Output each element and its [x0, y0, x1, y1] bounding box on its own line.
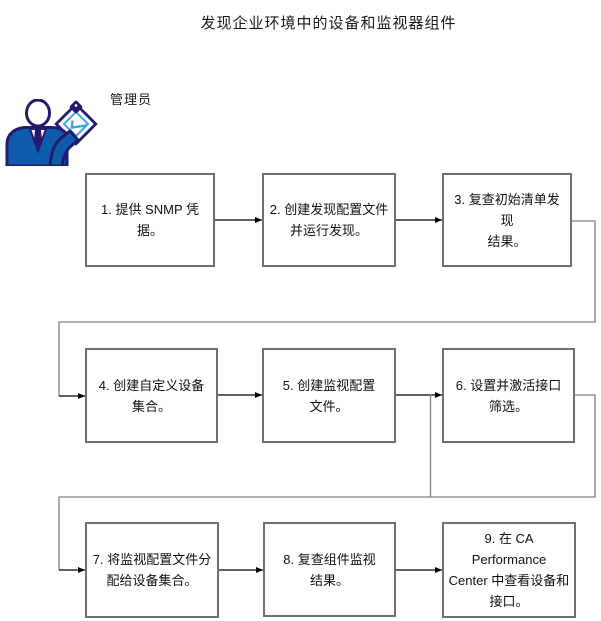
connector-step6-to-step7 — [58, 394, 596, 570]
step-text-line: 配给设备集合。 — [106, 573, 198, 588]
step-6-text: 6. 设置并激活接口 筛选。 — [452, 375, 565, 417]
step-text-line: 4. 创建自定义设备 — [98, 377, 205, 393]
step-box-2: 2. 创建发现配置文件 并运行发现。 — [262, 173, 396, 267]
step-box-1: 1. 提供 SNMP 凭据。 — [85, 173, 215, 267]
admin-with-clipboard-icon — [5, 99, 98, 166]
step-text-line: 并运行发现。 — [289, 223, 368, 238]
step-3-text: 3. 复查初始清单发现 结果。 — [444, 189, 570, 252]
actor-label: 管理员 — [110, 92, 153, 107]
step-1-text: 1. 提供 SNMP 凭据。 — [87, 199, 213, 241]
step-text-line: 结果。 — [309, 572, 349, 588]
step-text-line: 筛选。 — [488, 398, 528, 414]
step-text-line: Center 中查看设备和 — [448, 573, 570, 588]
step-box-9: 9. 在 CA Performance Center 中查看设备和 接口。 — [442, 522, 576, 618]
step-text-line: 7. 将监视配置文件分 — [92, 552, 212, 567]
step-8-text: 8. 复查组件监视 结果。 — [279, 549, 379, 591]
step-text-line: 6. 设置并激活接口 — [455, 377, 562, 393]
step-text-line: 8. 复查组件监视 — [283, 551, 376, 567]
step-box-3: 3. 复查初始清单发现 结果。 — [442, 173, 572, 267]
step-4-text: 4. 创建自定义设备 集合。 — [95, 375, 208, 417]
step-text-line: 5. 创建监视配置 — [282, 377, 376, 393]
step-2-text: 2. 创建发现配置文件 并运行发现。 — [266, 199, 392, 241]
step-5-text: 5. 创建监视配置 文件。 — [279, 375, 379, 417]
step-box-5: 5. 创建监视配置 文件。 — [262, 348, 396, 443]
step-text-line: 3. 复查初始清单发现 — [454, 191, 560, 228]
step-box-6: 6. 设置并激活接口 筛选。 — [442, 348, 575, 443]
step-text-line: 1. 提供 SNMP 凭据。 — [100, 202, 199, 238]
step-box-4: 4. 创建自定义设备 集合。 — [85, 348, 218, 443]
step-text-line: 接口。 — [489, 594, 529, 609]
step-box-8: 8. 复查组件监视 结果。 — [263, 522, 396, 617]
step-text-line: 9. 在 CA Performance — [471, 531, 547, 567]
step-text-line: 2. 创建发现配置文件 — [269, 202, 389, 217]
step-7-text: 7. 将监视配置文件分 配给设备集合。 — [89, 549, 215, 591]
connector-step3-to-step4 — [58, 220, 596, 396]
page-title: 发现企业环境中的设备和监视器组件 — [200, 16, 457, 32]
step-text-line: 结果。 — [487, 233, 527, 249]
step-text-line: 文件。 — [309, 398, 349, 414]
step-text-line: 集合。 — [131, 398, 171, 414]
step-box-7: 7. 将监视配置文件分 配给设备集合。 — [85, 522, 219, 618]
step-9-text: 9. 在 CA Performance Center 中查看设备和 接口。 — [444, 528, 574, 612]
